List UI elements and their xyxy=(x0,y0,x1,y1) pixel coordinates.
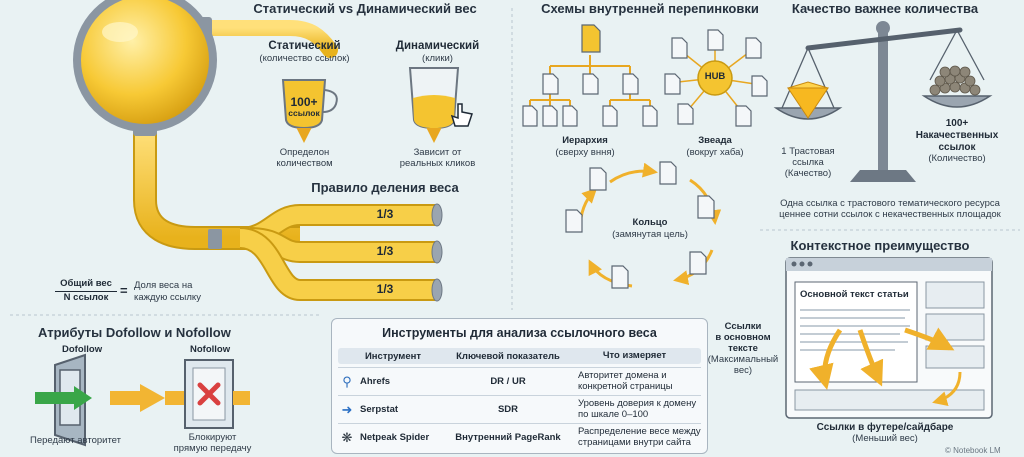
formula-result-line2: каждую ссылку xyxy=(134,292,201,303)
serpstat-icon: ➜ xyxy=(341,401,353,417)
quality-right-line1: 100+ xyxy=(945,118,969,129)
tools-table-header: Инструмент Ключевой показатель Что измер… xyxy=(338,348,701,364)
quality-right-line2: Накачественных xyxy=(915,130,999,141)
ring-label: Кольцо xyxy=(632,217,668,228)
hub-diagram xyxy=(677,45,756,113)
static-badge-number: 100+ xyxy=(290,95,318,109)
share-3: 1/3 xyxy=(376,282,394,296)
quality-right-line4: (Количество) xyxy=(928,153,986,164)
linking-schemes-title: Схемы внутренней перепинковки xyxy=(541,1,759,16)
dynamic-subtitle: (клики) xyxy=(422,53,453,64)
nofollow-caption-line1: Блокируют xyxy=(188,432,237,443)
ring-sub: (замянутая цель) xyxy=(612,229,688,240)
context-side-line1: Ссылки xyxy=(724,321,762,332)
share-1: 1/3 xyxy=(376,207,394,221)
dynamic-caption-line1: Зависит от xyxy=(413,147,462,158)
hub-sub: (вокруг хаба) xyxy=(686,147,744,158)
quality-note-line2: ценнее сотни ссылок с некачественных пло… xyxy=(779,209,1001,220)
dynamic-title: Динамический xyxy=(395,40,480,52)
balance-scale-icon xyxy=(773,21,993,182)
formula-numerator: Общий вес xyxy=(55,278,117,292)
formula-result-line1: Доля веса на xyxy=(134,280,193,291)
hierarchy-label: Иерархия xyxy=(562,135,608,146)
static-vs-dynamic-title: Статический vs Динамический вес xyxy=(253,1,477,16)
table-row: ❋ Netpeak Spider Внутренний PageRank Расп… xyxy=(338,423,701,451)
header-metric: Ключевой показатель xyxy=(456,350,560,362)
context-footer-line2: (Меньший вес) xyxy=(852,433,918,444)
hub-center-label: HUB xyxy=(704,71,726,82)
quality-left-line2: ссылка xyxy=(792,157,824,168)
static-subtitle: (количество ссылок) xyxy=(259,53,350,64)
context-footer-line1: Ссылки в футере/сайдбаре xyxy=(816,422,954,433)
context-title: Контекстное преимущество xyxy=(790,238,970,253)
nofollow-label: Nofollow xyxy=(190,344,231,355)
formula-denominator: N ссылок xyxy=(63,292,109,303)
static-badge-word: ссылок xyxy=(288,108,320,118)
quality-left-line3: (Качество) xyxy=(784,168,832,179)
tool-name: Serpstat xyxy=(360,404,399,415)
tool-name: Ahrefs xyxy=(360,376,391,387)
tools-table: Инструменты для анализа ссылочного веса … xyxy=(331,318,708,454)
gem-icon xyxy=(787,81,829,119)
hierarchy-sub: (сверху вння) xyxy=(555,147,615,158)
section-dividers xyxy=(10,8,1020,316)
spider-icon: ❋ xyxy=(341,429,353,445)
dofollow-label: Dofollow xyxy=(62,344,103,355)
watermark: © Notebook LM xyxy=(945,446,1001,455)
formula-equals: = xyxy=(120,283,128,298)
hub-label: Звеада xyxy=(698,135,732,146)
context-side-line5: вес) xyxy=(733,365,753,376)
division-rule-title: Правило деления веса xyxy=(311,180,459,195)
hierarchy-diagram xyxy=(529,55,651,108)
tool-metric: DR / UR xyxy=(490,376,526,387)
header-measures: Что измеряет xyxy=(602,349,667,361)
share-2: 1/3 xyxy=(376,244,394,258)
dofollow-caption: Передают авторитет xyxy=(30,435,122,446)
cursor-hand-icon xyxy=(450,103,473,127)
static-caption-line1: Определон xyxy=(279,147,330,158)
quality-note-line1: Одна ссылка с трастового тематического р… xyxy=(780,198,1000,209)
static-mug-icon xyxy=(281,79,338,143)
quality-right-line3: ссылок xyxy=(938,142,976,153)
context-side-line2: в основном xyxy=(715,332,771,343)
pebbles-icon xyxy=(929,65,981,96)
weight-sphere xyxy=(73,0,443,302)
context-side-line3: тексте xyxy=(728,343,758,354)
dynamic-mug-icon xyxy=(408,67,473,143)
dynamic-caption-line2: реальных кликов xyxy=(399,158,476,169)
tool-name: Netpeak Spider xyxy=(360,432,430,443)
header-tool: Инструмент xyxy=(364,350,422,362)
quality-left-line1: 1 Трастовая xyxy=(781,146,835,157)
tool-metric: SDR xyxy=(497,404,519,415)
quality-title: Качество важнее количества xyxy=(791,1,979,16)
static-caption-line2: количеством xyxy=(276,158,333,169)
tool-metric: Внутренний PageRank xyxy=(455,432,561,443)
attributes-title: Атрибуты Dofollow и Nofollow xyxy=(38,325,231,340)
tools-table-title: Инструменты для анализа ссылочного веса xyxy=(382,326,657,340)
nofollow-block-icon xyxy=(165,359,250,429)
browser-window-illustration xyxy=(785,257,993,419)
context-main-text: Основной текст статьи xyxy=(800,289,909,300)
dofollow-door-icon xyxy=(35,353,92,447)
context-side-line4: (Максимальный xyxy=(707,354,779,365)
document-icons xyxy=(522,24,768,289)
static-title: Статический xyxy=(268,40,341,52)
nofollow-caption-line2: прямую передачу xyxy=(173,443,252,454)
search-icon: ⚲ xyxy=(342,373,352,389)
